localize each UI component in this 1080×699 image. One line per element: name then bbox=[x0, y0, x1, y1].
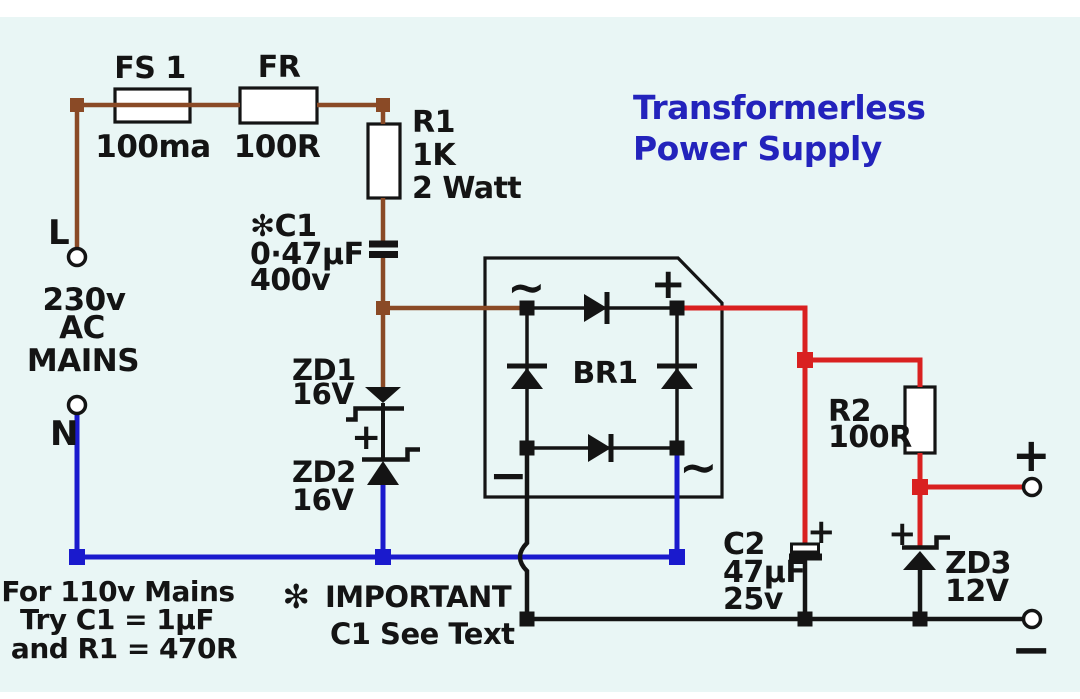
c1-capacitor-plate-bottom bbox=[369, 251, 398, 258]
zd3-diode-triangle bbox=[903, 551, 936, 570]
positive-wire-junctions bbox=[797, 352, 928, 495]
junction-dot bbox=[376, 98, 390, 112]
r2-value-label: 100R bbox=[828, 420, 912, 455]
output-minus-symbol: − bbox=[1011, 622, 1051, 678]
zd3-ref-label: ZD3 bbox=[945, 546, 1011, 581]
bridge-diode-top-triangle bbox=[584, 294, 607, 322]
c2-value-label: 47µF bbox=[723, 555, 805, 590]
c2-ref-label: C2 bbox=[723, 527, 765, 562]
junction-dot bbox=[797, 352, 813, 368]
zd3-value-label: 12V bbox=[945, 574, 1010, 609]
bridge-diode-right-triangle bbox=[661, 368, 693, 389]
canvas-background bbox=[0, 17, 1080, 692]
r2-resistor-body bbox=[903, 385, 937, 455]
bridge-ref-label: BR1 bbox=[572, 356, 637, 391]
junction-dot bbox=[669, 440, 685, 456]
schematic-title: Transformerless Power Supply bbox=[633, 88, 926, 168]
bridge-minus-drop-with-hop bbox=[517, 448, 530, 619]
mains-rating-line1: 230v bbox=[43, 282, 126, 318]
bridge-ac-top-symbol: ∼ bbox=[507, 260, 545, 314]
important-star-icon: ✻ bbox=[282, 577, 309, 616]
junction-dot bbox=[376, 301, 390, 315]
neutral-terminal-label: N bbox=[50, 414, 78, 454]
zd1-ref-label: ZD1 bbox=[292, 353, 356, 387]
zd2-value-label: 16V bbox=[292, 483, 354, 517]
junction-dot bbox=[669, 300, 685, 316]
junction-dot bbox=[912, 479, 928, 495]
junction-dot bbox=[669, 549, 685, 565]
live-wire-path bbox=[74, 102, 527, 387]
output-minus-terminal bbox=[1021, 608, 1043, 630]
zd1-zd2-polarity-plus: + bbox=[351, 417, 381, 458]
c2-rating-label: 25v bbox=[723, 582, 784, 617]
junction-dot bbox=[912, 611, 928, 627]
bridge-rectifier-outline bbox=[483, 256, 724, 499]
c2-capacitor-plate-bottom bbox=[789, 553, 822, 561]
output-plus-symbol: + bbox=[1012, 428, 1050, 482]
c1-value-label: 0·47µF bbox=[250, 237, 364, 272]
live-wire-junctions bbox=[70, 98, 390, 315]
important-note-line2: C1 See Text bbox=[330, 617, 515, 651]
c1-rating-label: 400v bbox=[250, 263, 331, 298]
mains-rating-line2: AC bbox=[59, 310, 105, 346]
c1-ref-label: ✻C1 bbox=[250, 209, 317, 244]
r1-ref-label: R1 bbox=[412, 105, 455, 140]
c2-capacitor-plate-top bbox=[790, 542, 820, 554]
r2-ref-label: R2 bbox=[828, 394, 871, 429]
live-wires bbox=[74, 102, 527, 387]
zd2-ref-label: ZD2 bbox=[292, 455, 356, 489]
r1-rating-label: 2 Watt bbox=[412, 171, 521, 206]
alt-mains-note-line3: and R1 = 470R bbox=[11, 632, 237, 665]
junction-dot bbox=[70, 98, 84, 112]
zd1-zener-bar bbox=[346, 406, 404, 422]
junction-dot bbox=[519, 440, 535, 456]
junction-dot bbox=[797, 611, 813, 627]
bridge-diode-bottom-triangle bbox=[588, 434, 611, 462]
common-filled-symbols bbox=[365, 240, 936, 627]
bridge-ac-bottom-symbol: ∼ bbox=[679, 440, 717, 494]
title-line2: Power Supply bbox=[633, 129, 882, 168]
zd3-zener-bar bbox=[902, 535, 950, 550]
live-terminal-label: L bbox=[48, 213, 69, 253]
output-plus-terminal bbox=[1021, 476, 1043, 498]
live-terminal bbox=[66, 246, 88, 268]
zd3-polarity-plus: + bbox=[888, 514, 916, 554]
title-line1: Transformerless bbox=[633, 88, 925, 127]
alt-mains-note-line1: For 110v Mains bbox=[1, 575, 234, 608]
fr-value-label: 100R bbox=[234, 129, 321, 165]
junction-dot bbox=[375, 549, 391, 565]
fuse-value-label: 100ma bbox=[95, 129, 210, 165]
zd1-diode-triangle bbox=[365, 387, 401, 403]
bridge-plus-symbol: + bbox=[651, 259, 686, 308]
junction-dot bbox=[69, 549, 85, 565]
alt-mains-note-line2: Try C1 = 1µF bbox=[20, 603, 214, 636]
junction-dot bbox=[519, 300, 535, 316]
positive-wires bbox=[677, 305, 1023, 547]
fuse-ref-label: FS 1 bbox=[114, 51, 185, 86]
junction-dot bbox=[519, 611, 535, 627]
bridge-minus-symbol: − bbox=[489, 448, 527, 502]
fr-ref-label: FR bbox=[258, 50, 301, 85]
bridge-diode-left-triangle bbox=[511, 368, 543, 389]
neutral-terminal bbox=[66, 394, 88, 416]
zd2-diode-triangle bbox=[367, 461, 399, 485]
neutral-wire-junctions bbox=[69, 549, 685, 565]
positive-wire-path bbox=[677, 305, 1023, 547]
r1-value-label: 1K bbox=[412, 138, 457, 173]
zd2-zener-bar bbox=[362, 447, 420, 462]
c1-capacitor-plate-top bbox=[369, 240, 398, 248]
important-note-line1: IMPORTANT bbox=[325, 580, 512, 614]
zd1-value-label: 16V bbox=[292, 377, 354, 411]
mains-rating-line3: MAINS bbox=[27, 343, 139, 379]
c2-polarity-plus: + bbox=[807, 512, 835, 552]
fr-resistor-body bbox=[238, 86, 319, 125]
r1-resistor-body bbox=[366, 122, 402, 200]
